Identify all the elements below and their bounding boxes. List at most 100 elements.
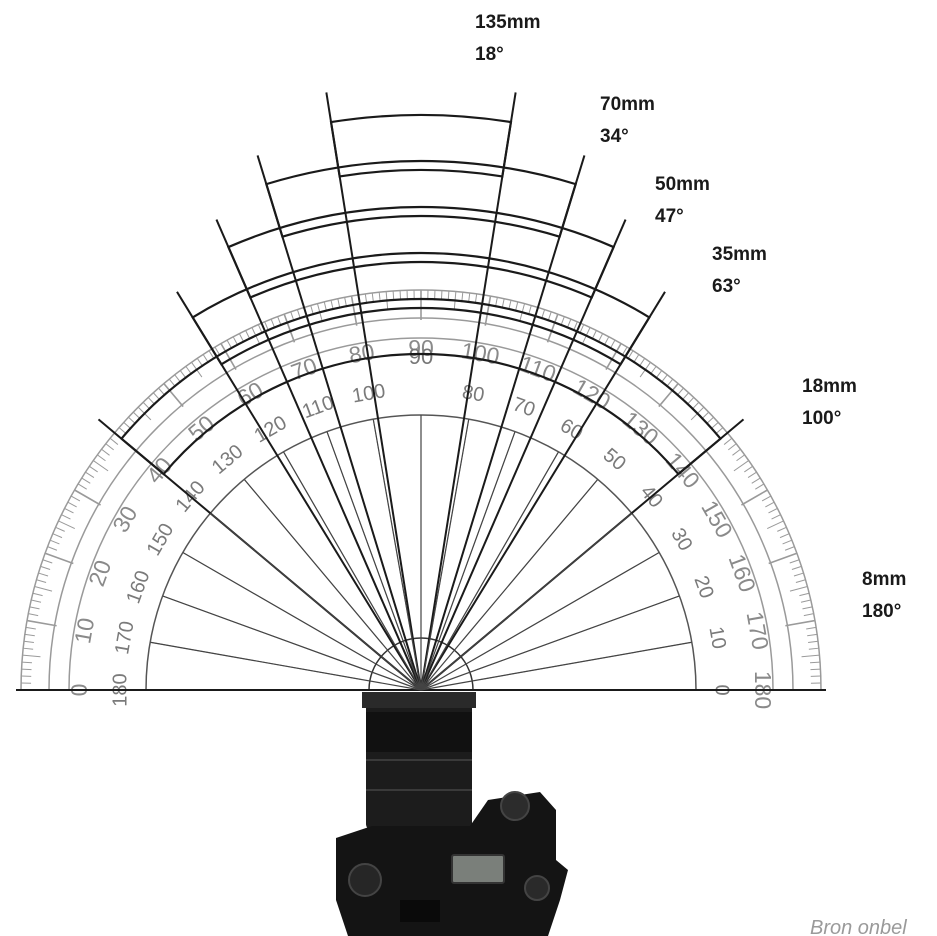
protractor-tick bbox=[49, 539, 60, 545]
protractor-inner-label: 100 bbox=[350, 380, 387, 407]
fan-line bbox=[372, 419, 422, 691]
fov-ray bbox=[256, 155, 422, 691]
protractor-tick bbox=[23, 640, 34, 643]
protractor-tick bbox=[782, 539, 793, 545]
fov-sector-35mm bbox=[191, 251, 651, 366]
protractor-tick bbox=[77, 483, 87, 490]
lens-angle-label: 63° bbox=[712, 276, 741, 297]
protractor-tick bbox=[800, 599, 811, 603]
protractor-tick bbox=[802, 606, 813, 610]
command-dial bbox=[524, 875, 550, 901]
fan-line bbox=[420, 512, 633, 691]
protractor-tick bbox=[220, 343, 237, 370]
fov-ray bbox=[420, 92, 517, 691]
fov-sector-135mm bbox=[329, 113, 513, 178]
protractor-tick bbox=[52, 533, 63, 539]
protractor-tick bbox=[36, 579, 47, 583]
protractor-tick bbox=[70, 495, 81, 502]
protractor-inner-label: 160 bbox=[122, 568, 154, 607]
protractor-tick bbox=[808, 640, 819, 643]
camera-illustration bbox=[336, 692, 568, 936]
protractor-outer-label: 150 bbox=[696, 496, 738, 542]
protractor-tick bbox=[23, 647, 34, 650]
lens-angle-label: 180° bbox=[862, 601, 901, 622]
protractor-tick bbox=[810, 668, 821, 671]
protractor-tick bbox=[81, 477, 91, 484]
protractor-tick bbox=[736, 454, 745, 462]
lens-hood-ring bbox=[362, 692, 476, 708]
protractor-tick bbox=[64, 507, 74, 514]
fov-ray bbox=[325, 92, 422, 691]
protractor-tick bbox=[26, 619, 57, 627]
protractor-tick bbox=[546, 313, 559, 343]
mode-dial bbox=[500, 791, 530, 821]
protractor-tick bbox=[658, 383, 679, 408]
protractor-tick bbox=[808, 647, 819, 650]
lens-focal-label: 18mm bbox=[802, 376, 857, 397]
lens-angle-label: 34° bbox=[600, 126, 629, 147]
fan-line bbox=[282, 451, 422, 691]
protractor-tick bbox=[803, 613, 814, 617]
drive-dial bbox=[348, 863, 382, 897]
fan-line bbox=[420, 595, 680, 691]
protractor-tick bbox=[24, 633, 35, 637]
protractor-tick bbox=[806, 626, 817, 630]
protractor-tick bbox=[771, 514, 781, 520]
protractor-outer-label: 20 bbox=[83, 557, 116, 590]
protractor-tick bbox=[350, 295, 358, 326]
protractor-tick bbox=[101, 448, 110, 456]
protractor-outer-label: 10 bbox=[69, 616, 99, 646]
fan-line bbox=[150, 641, 422, 691]
protractor-tick bbox=[766, 520, 784, 530]
protractor-inner-label: 20 bbox=[689, 573, 717, 601]
protractor-outer-label: 80 bbox=[347, 338, 377, 368]
protractor-tick bbox=[283, 313, 296, 343]
protractor-tick bbox=[768, 507, 778, 514]
protractor-tick bbox=[777, 526, 787, 532]
protractor-tick bbox=[484, 295, 492, 326]
protractor-center-label: 90 bbox=[409, 344, 433, 369]
protractor-inner-label: 130 bbox=[208, 440, 248, 478]
top-lcd-screen bbox=[451, 854, 505, 884]
protractor-inner-label: 10 bbox=[704, 625, 730, 651]
protractor-tick bbox=[74, 489, 101, 506]
protractor-tick bbox=[785, 619, 816, 627]
fov-ray bbox=[420, 155, 586, 691]
protractor-tick bbox=[31, 599, 42, 603]
fov-sector-50mm bbox=[226, 205, 616, 299]
protractor-inner-label: 50 bbox=[599, 444, 630, 475]
fan-line bbox=[420, 551, 660, 691]
protractor-tick bbox=[61, 514, 71, 520]
protractor-tick bbox=[779, 533, 790, 539]
protractor-tick bbox=[55, 526, 65, 532]
protractor-tick bbox=[789, 559, 800, 564]
protractor-tick bbox=[744, 465, 753, 473]
protractor-tick bbox=[761, 495, 772, 502]
fan-line bbox=[326, 431, 422, 691]
watermark-text: Bron onbel bbox=[810, 917, 907, 936]
protractor-inner-label: 30 bbox=[666, 525, 696, 555]
fan-line bbox=[162, 595, 422, 691]
fan-line bbox=[209, 512, 422, 691]
protractor-tick bbox=[89, 465, 98, 473]
protractor-tick bbox=[755, 483, 765, 490]
fan-line bbox=[420, 419, 470, 691]
protractor-tick bbox=[751, 477, 761, 484]
protractor-tick bbox=[47, 546, 58, 551]
protractor-outer-label: 170 bbox=[742, 609, 774, 651]
lens-focal-label: 35mm bbox=[712, 244, 767, 265]
protractor-tick bbox=[801, 654, 820, 658]
protractor-inner-label: 70 bbox=[510, 393, 538, 421]
protractor-tick bbox=[93, 460, 109, 472]
protractor-tick bbox=[67, 501, 77, 508]
protractor-tick bbox=[32, 592, 43, 597]
protractor-tick bbox=[21, 661, 32, 664]
protractor-tick bbox=[789, 585, 808, 592]
fov-sector-70mm bbox=[264, 159, 578, 239]
protractor-inner-label: 170 bbox=[111, 619, 138, 656]
protractor-tick bbox=[40, 565, 51, 570]
protractor-tick bbox=[29, 606, 40, 610]
protractor-tick bbox=[28, 613, 39, 617]
lens-focus-ring bbox=[366, 712, 472, 752]
